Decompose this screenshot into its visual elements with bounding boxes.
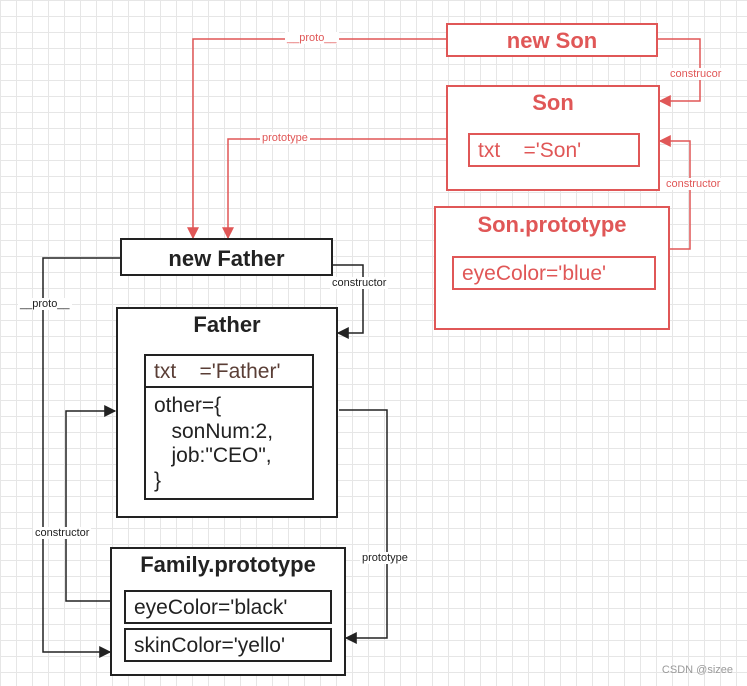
node-father-other-prop: other={ sonNum:2, job:"CEO", }	[144, 386, 314, 500]
node-family-prop-eyecolor-text: eyeColor='black'	[134, 596, 288, 619]
edge-father-proto	[42, 257, 120, 658]
node-son-prototype-prop-text: eyeColor='blue'	[462, 262, 607, 285]
node-new-father: new Father	[120, 238, 333, 276]
node-family-prop-eyecolor: eyeColor='black'	[124, 590, 332, 624]
edge-father-prototype	[339, 409, 388, 644]
node-father-other-line-4: }	[154, 469, 162, 492]
edge-family-constructor	[65, 405, 117, 602]
node-son-prop: txt ='Son'	[468, 133, 640, 167]
node-family-prototype-title: Family.prototype	[140, 552, 316, 577]
node-son-title: Son	[532, 90, 574, 115]
node-father: Father txt ='Father' other={ sonNum:2, j…	[116, 307, 338, 518]
label-father-prototype: prototype	[360, 552, 410, 564]
node-son-prototype: Son.prototype eyeColor='blue'	[434, 206, 670, 330]
node-new-father-title: new Father	[168, 246, 285, 271]
node-father-other-line-3: job:"CEO",	[154, 444, 272, 467]
node-son-prop-text: txt ='Son'	[478, 139, 582, 162]
node-father-title: Father	[193, 312, 261, 337]
node-father-txt-prop: txt ='Father'	[144, 354, 314, 388]
node-son: Son txt ='Son'	[446, 85, 660, 191]
label-son-constructor: constructor	[664, 178, 723, 190]
watermark: CSDN @sizee	[661, 664, 733, 676]
node-family-prop-skincolor-text: skinColor='yello'	[134, 634, 285, 657]
label-son-constructor-top: construcor	[668, 68, 724, 80]
node-father-other-line-1: other={	[154, 394, 222, 417]
edge-son-proto	[187, 38, 446, 240]
label-family-constructor: constructor	[33, 527, 92, 539]
edge-son-constructor	[658, 135, 691, 250]
label-father-constructor: constructor	[330, 277, 389, 289]
label-son-prototype: prototype	[260, 132, 310, 144]
label-father-proto: __proto__	[18, 298, 72, 310]
node-son-prototype-prop: eyeColor='blue'	[452, 256, 656, 290]
node-father-txt-prop-text: txt ='Father'	[154, 360, 281, 383]
label-son-proto: __proto__	[285, 32, 339, 44]
edge-son-prototype	[222, 138, 446, 240]
edge-father-constructor	[333, 264, 364, 339]
node-father-other-line-2: sonNum:2,	[154, 420, 274, 443]
node-family-prop-skincolor: skinColor='yello'	[124, 628, 332, 662]
node-new-son-title: new Son	[506, 28, 598, 53]
node-new-son: new Son	[446, 23, 658, 57]
node-son-prototype-title: Son.prototype	[477, 212, 627, 237]
node-family-prototype: Family.prototype eyeColor='black' skinCo…	[110, 547, 346, 676]
